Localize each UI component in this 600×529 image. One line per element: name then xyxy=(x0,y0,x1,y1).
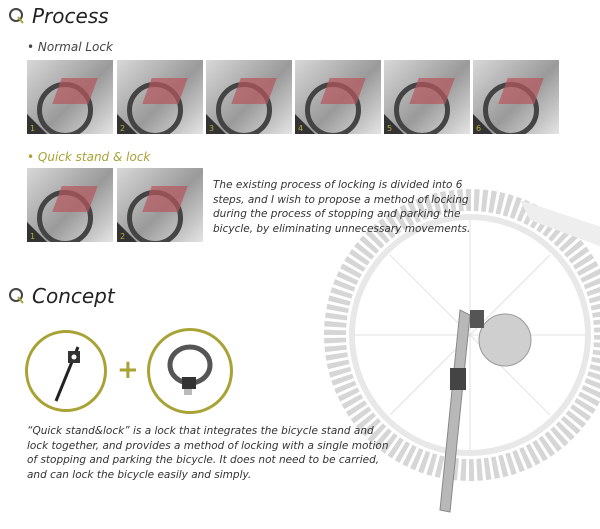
normal-lock-label: • Normal Lock xyxy=(27,40,113,54)
step-photo: 2 xyxy=(117,168,203,242)
step-photo: 2 xyxy=(117,60,203,134)
step-photo: 1 xyxy=(27,60,113,134)
concept-heading: Concept xyxy=(8,284,115,308)
q-logo-icon xyxy=(9,288,24,304)
cable-lock-image xyxy=(147,328,233,414)
quick-stand-label: • Quick stand & lock xyxy=(27,150,151,164)
process-title: Process xyxy=(32,4,109,28)
step-photo: 1 xyxy=(27,168,113,242)
step-photo: 6 xyxy=(473,60,559,134)
cable-lock-icon xyxy=(167,344,213,395)
kickstand-image xyxy=(25,330,107,412)
concept-title: Concept xyxy=(32,284,115,308)
concept-description: “Quick stand&lock” is a lock that integr… xyxy=(27,425,389,481)
kickstand-icon xyxy=(54,346,80,402)
step-photo: 5 xyxy=(384,60,470,134)
step-photo: 3 xyxy=(206,60,292,134)
bicycle-wheel-illustration xyxy=(324,189,600,513)
process-heading: Process xyxy=(8,4,109,28)
q-logo-icon xyxy=(9,8,24,24)
process-description: The existing process of locking is divid… xyxy=(213,179,471,235)
step-photo: 4 xyxy=(295,60,381,134)
plus-sign: + xyxy=(117,355,139,385)
